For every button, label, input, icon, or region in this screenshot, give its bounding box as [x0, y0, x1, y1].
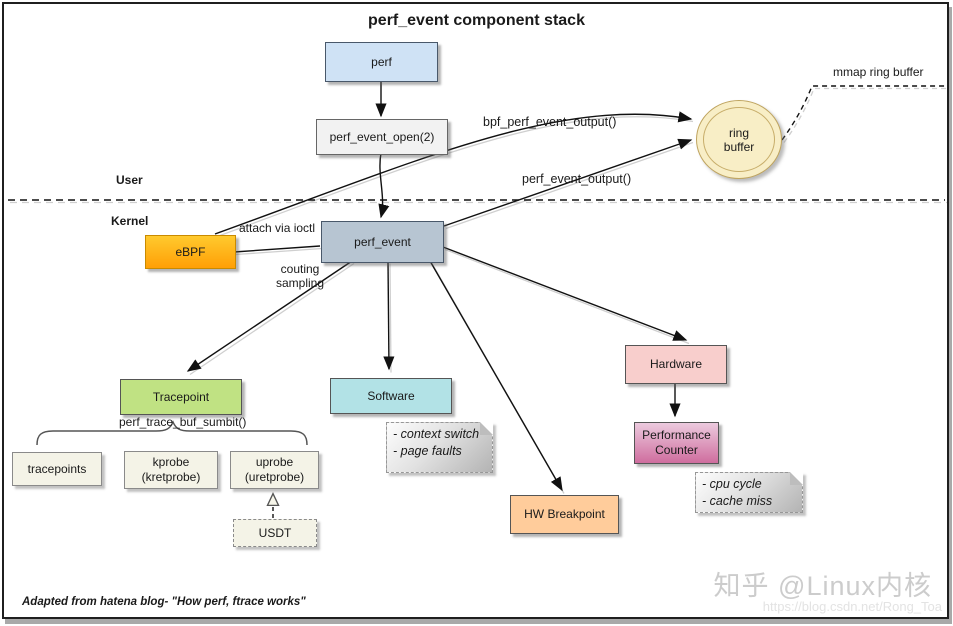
node-hw-breakpoint: HW Breakpoint [510, 495, 619, 534]
brace [36, 420, 308, 446]
region-label-user: User [116, 173, 143, 187]
edge-label-counting-sampling: couting sampling [275, 262, 325, 291]
edge-perfevent-to-tracepoint [186, 260, 353, 372]
node-kprobe: kprobe (kretprobe) [124, 451, 218, 489]
node-software: Software [330, 378, 452, 414]
ring-buffer-inner-ellipse [703, 107, 775, 172]
edge-label-perf-event-output: perf_event_output() [522, 172, 632, 186]
node-perf-event: perf_event [321, 221, 444, 263]
edge-perfevent-to-hwbreakpoint [429, 260, 563, 492]
edge-perfevent-to-software [383, 260, 395, 371]
edge-label-mmap-ring-buffer: mmap ring buffer [833, 65, 924, 79]
edge-label-attach-via-ioctl: attach via ioctl [239, 221, 316, 235]
note-hardware-events: - cpu cycle - cache miss [695, 472, 803, 513]
edge-open-to-perfevent [378, 152, 390, 219]
edge-ringbuffer-mmap [781, 85, 945, 141]
note-software-events: - context switch - page faults [386, 422, 493, 473]
node-usdt: USDT [233, 519, 317, 547]
edge-ebpf-to-perfevent [233, 245, 321, 253]
node-perf: perf [325, 42, 438, 82]
node-perf-event-open: perf_event_open(2) [316, 119, 448, 155]
watermark-zhihu: 知乎 @Linux内核 [713, 571, 932, 601]
node-performance-counter: Performance Counter [634, 422, 719, 464]
edge-perfevent-to-ringbuffer [443, 138, 693, 227]
watermark-csdn-url: https://blog.csdn.net/Rong_Toa [762, 599, 942, 614]
edge-ebpf-to-ringbuffer [214, 111, 693, 235]
ring-buffer-label: ring buffer [723, 125, 755, 154]
region-label-kernel: Kernel [111, 214, 149, 228]
node-tracepoints: tracepoints [12, 452, 102, 486]
node-uprobe: uprobe (uretprobe) [230, 451, 319, 489]
footer-credit: Adapted from hatena blog- "How perf, ftr… [22, 596, 306, 608]
node-hardware: Hardware [625, 345, 727, 384]
node-ebpf: eBPF [145, 235, 236, 269]
edge-label-bpf-perf-event-output: bpf_perf_event_output() [483, 115, 617, 129]
edge-lines [8, 80, 945, 518]
diagram-title: perf_event component stack [368, 12, 585, 29]
node-tracepoint: Tracepoint [120, 379, 242, 415]
node-ring-buffer: ring buffer [696, 100, 782, 179]
edge-label-perf-trace-buf-submit: perf_trace_buf_sumbit() [119, 415, 247, 429]
edge-perfevent-to-hardware [442, 246, 688, 341]
